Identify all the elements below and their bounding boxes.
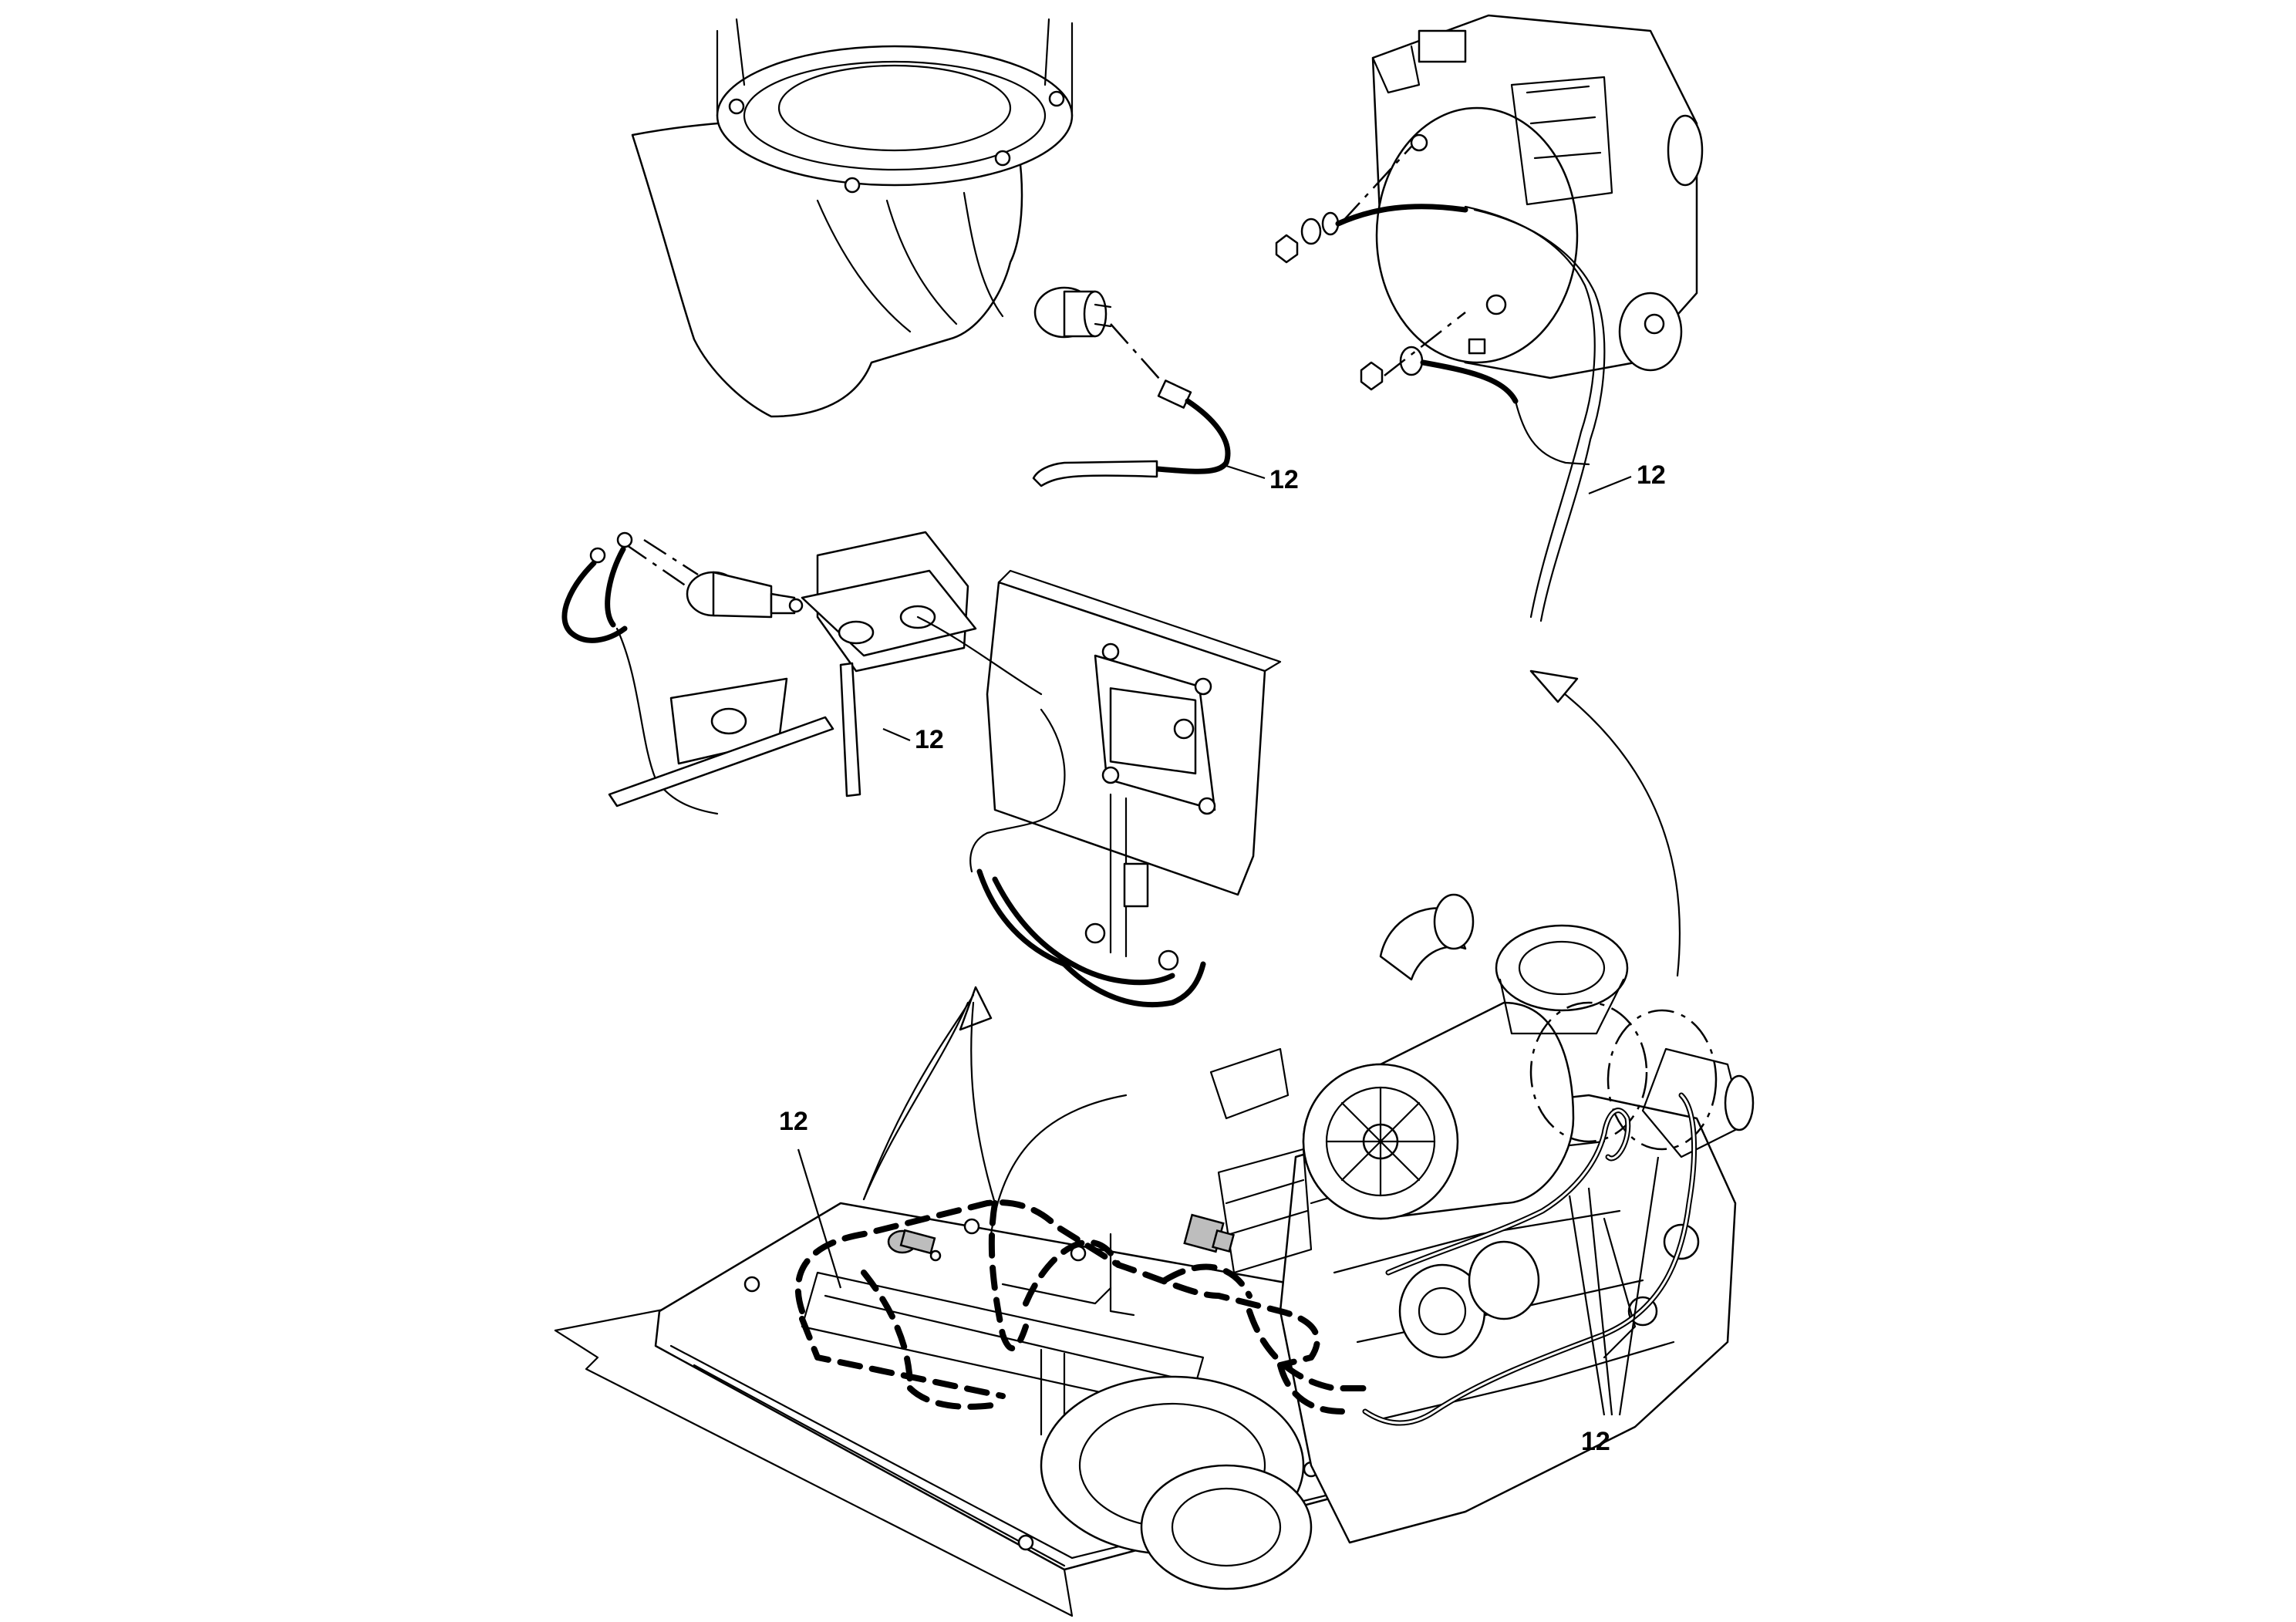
main-assembly: 12 12: [554, 893, 1755, 1617]
detail-connector-panel: 12: [561, 531, 1282, 1201]
callout-12-sensor: 12: [1269, 465, 1299, 494]
callout-12-frame: 12: [779, 1107, 808, 1136]
detail-intake-sensor: 12: [631, 18, 1299, 494]
callout-12-panel: 12: [915, 725, 944, 754]
relay-component-icon: [1183, 1213, 1236, 1253]
callout-12-alternator: 12: [1637, 460, 1666, 490]
detail-alternator: 12: [1275, 14, 1704, 977]
plug-connector-icon: [686, 571, 804, 619]
sensor-component-icon: [887, 1229, 942, 1262]
callout-12-engine: 12: [1581, 1427, 1610, 1456]
temperature-sensor-icon: [1033, 286, 1112, 339]
terminal-hardware-icon: [1275, 211, 1424, 391]
